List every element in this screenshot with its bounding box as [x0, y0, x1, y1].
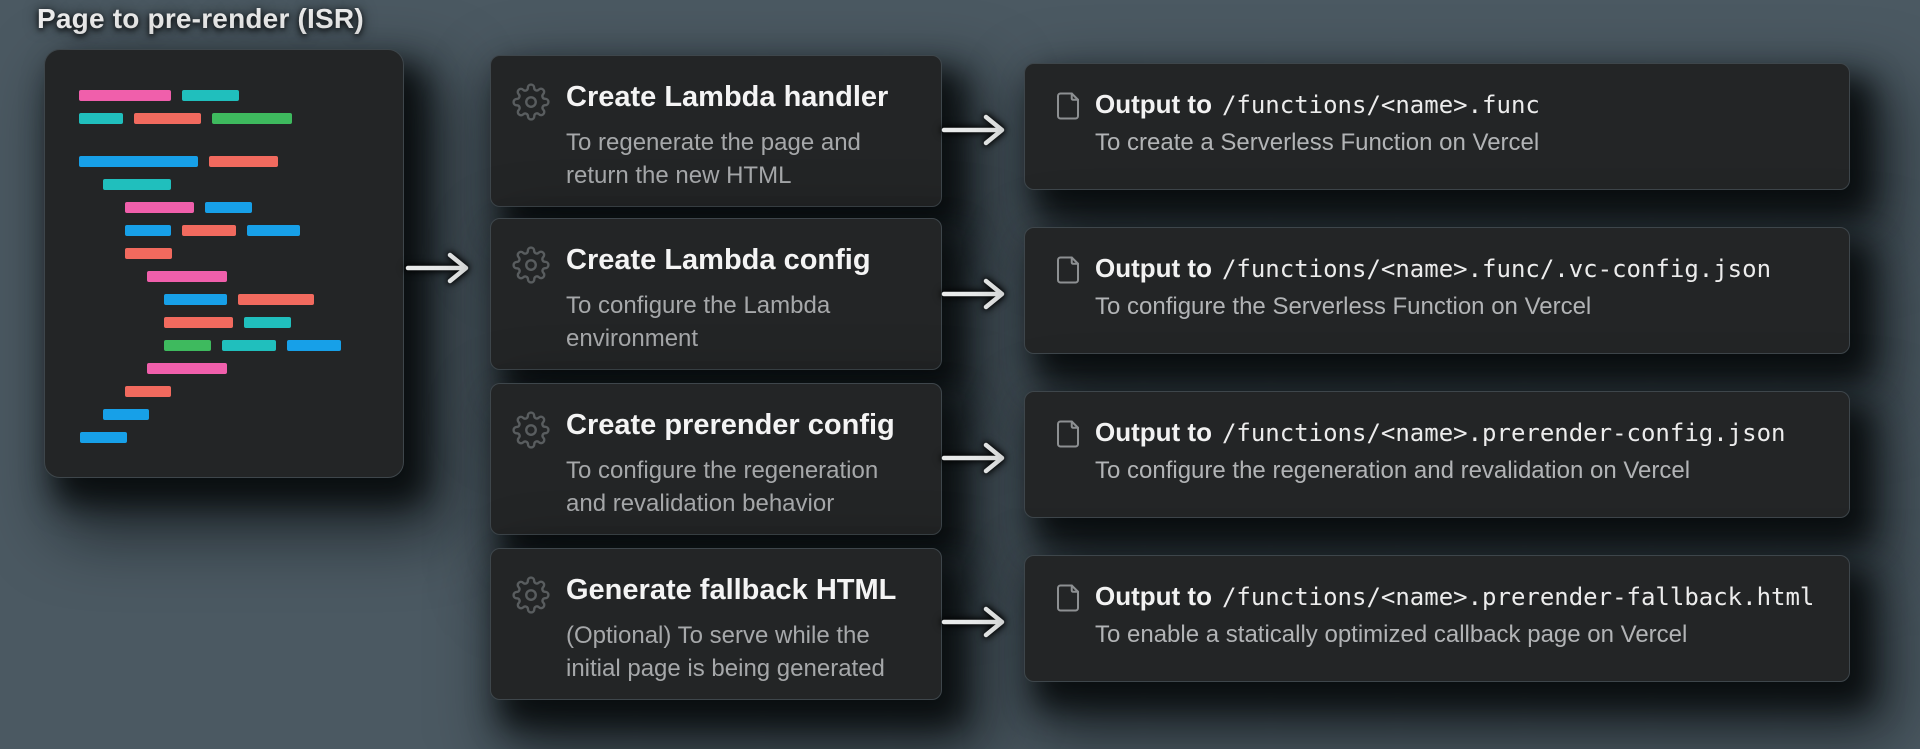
code-line	[79, 113, 403, 124]
code-bar-blue	[205, 202, 252, 213]
output-path: /functions/<name>.func	[1221, 91, 1540, 119]
step-title: Generate fallback HTML	[566, 574, 897, 606]
step-description: (Optional) To serve while the initial pa…	[566, 622, 885, 682]
output-description: To enable a statically optimized callbac…	[1095, 621, 1688, 648]
code-bar-red	[238, 294, 314, 305]
code-bar-teal	[222, 340, 276, 351]
code-bar-blue	[125, 225, 171, 236]
output-path: /functions/<name>.prerender-config.json	[1221, 419, 1786, 447]
output-label: Output to	[1095, 253, 1212, 283]
file-icon	[1057, 256, 1079, 284]
code-bar-red	[182, 225, 236, 236]
code-bar-blue	[164, 294, 227, 305]
step-title: Create prerender config	[566, 409, 895, 441]
code-line	[103, 179, 403, 190]
output-description: To configure the regeneration and revali…	[1095, 457, 1691, 484]
code-bar-red	[125, 248, 172, 259]
code-line	[125, 202, 403, 213]
step-title: Create Lambda handler	[566, 81, 889, 113]
code-line	[164, 340, 403, 351]
output-card-vc-config: Output to/functions/<name>.func/.vc-conf…	[1024, 227, 1850, 354]
code-line	[147, 271, 403, 282]
file-icon	[1057, 584, 1079, 612]
code-line	[164, 294, 403, 305]
code-line	[125, 248, 403, 259]
output-card-func: Output to/functions/<name>.func To creat…	[1024, 63, 1850, 190]
arrow-right-icon	[941, 606, 1005, 638]
step-card-generate-fallback-html: Generate fallback HTML (Optional) To ser…	[490, 548, 942, 700]
code-line	[103, 409, 403, 420]
code-bar-teal	[244, 317, 291, 328]
step-description: To configure the regeneration and revali…	[566, 457, 879, 517]
code-bar-blue	[79, 156, 198, 167]
output-description: To create a Serverless Function on Verce…	[1095, 129, 1540, 156]
output-card-prerender-config: Output to/functions/<name>.prerender-con…	[1024, 391, 1850, 518]
code-bar-blue	[103, 409, 149, 420]
arrow-right-icon	[405, 252, 469, 284]
code-bar-blue	[80, 432, 127, 443]
output-path: /functions/<name>.func/.vc-config.json	[1221, 255, 1772, 283]
code-line	[79, 156, 403, 167]
step-card-create-lambda-config: Create Lambda config To configure the La…	[490, 218, 942, 370]
output-card-prerender-fallback: Output to/functions/<name>.prerender-fal…	[1024, 555, 1850, 682]
code-bar-green	[212, 113, 292, 124]
code-line	[79, 90, 403, 101]
code-bar-red	[209, 156, 278, 167]
step-card-create-lambda-handler: Create Lambda handler To regenerate the …	[490, 55, 942, 207]
code-line	[147, 363, 403, 374]
output-label: Output to	[1095, 89, 1212, 119]
code-line	[80, 432, 403, 443]
code-line	[125, 225, 403, 236]
step-description: To configure the Lambda environment	[566, 292, 831, 352]
arrow-right-icon	[941, 278, 1005, 310]
code-block-card	[44, 49, 404, 478]
code-line	[125, 386, 403, 397]
code-bar-pink	[125, 202, 194, 213]
code-bar-teal	[182, 90, 239, 101]
gear-icon	[512, 576, 550, 614]
code-bar-blue	[247, 225, 300, 236]
code-bar-teal	[103, 179, 171, 190]
code-bar-red	[164, 317, 233, 328]
gear-icon	[512, 246, 550, 284]
code-bar-red	[125, 386, 171, 397]
code-bar-pink	[79, 90, 171, 101]
output-label: Output to	[1095, 581, 1212, 611]
step-title: Create Lambda config	[566, 244, 871, 276]
code-block-lines	[45, 90, 403, 443]
arrow-right-icon	[941, 114, 1005, 146]
output-label: Output to	[1095, 417, 1212, 447]
code-bar-blue	[287, 340, 341, 351]
file-icon	[1057, 420, 1079, 448]
step-description: To regenerate the page and return the ne…	[566, 129, 861, 189]
file-icon	[1057, 92, 1079, 120]
output-description: To configure the Serverless Function on …	[1095, 293, 1592, 320]
code-line	[164, 317, 403, 328]
gear-icon	[512, 411, 550, 449]
arrow-right-icon	[941, 442, 1005, 474]
step-card-create-prerender-config: Create prerender config To configure the…	[490, 383, 942, 535]
output-path: /functions/<name>.prerender-fallback.htm…	[1221, 583, 1815, 611]
code-bar-pink	[147, 271, 227, 282]
code-bar-pink	[147, 363, 227, 374]
gear-icon	[512, 83, 550, 121]
code-bar-red	[134, 113, 201, 124]
code-bar-teal	[79, 113, 123, 124]
page-title: Page to pre-render (ISR)	[37, 3, 364, 34]
code-bar-green	[164, 340, 211, 351]
